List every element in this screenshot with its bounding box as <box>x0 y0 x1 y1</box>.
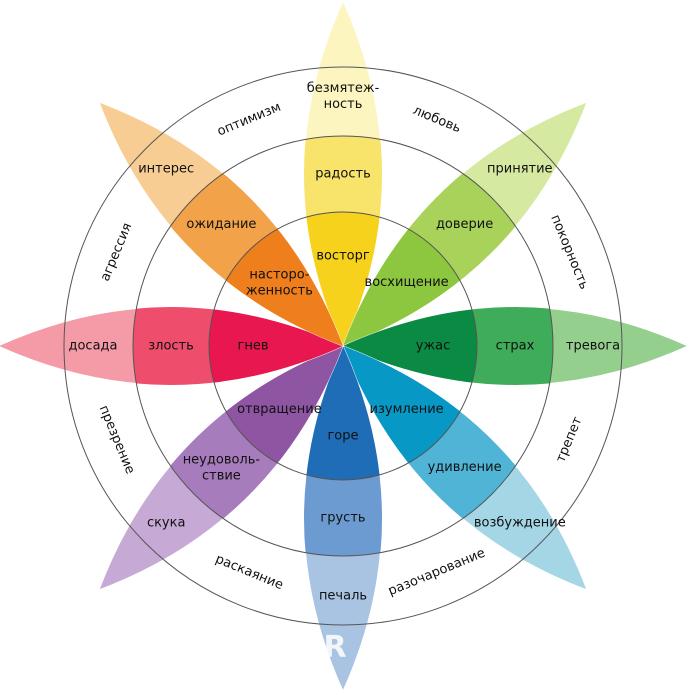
emotion-label-surprise-0: изумление <box>370 402 444 417</box>
dyad-label: раскаяние <box>213 552 285 593</box>
emotion-label-trust-2: принятие <box>487 162 553 177</box>
emotion-label-anger-2: досада <box>68 339 117 354</box>
dyad-label: разочарование <box>386 546 487 599</box>
emotion-label-sadness-1: грусть <box>320 511 365 526</box>
outer-ring <box>63 66 623 626</box>
petal-sadness <box>303 344 383 693</box>
emotion-label-anticipation-0: насторо-женность <box>246 267 313 298</box>
petal-fear <box>341 306 689 386</box>
emotion-label-anger-1: злость <box>148 339 194 354</box>
emotion-label-surprise-1: удивление <box>428 460 502 475</box>
petal-surprise <box>342 345 588 591</box>
petal-joy-inner <box>304 212 382 346</box>
emotion-label-line: женность <box>246 283 313 298</box>
emotion-label-fear-1: страх <box>496 339 535 354</box>
emotion-label-fear-2: тревога <box>566 339 620 354</box>
dyad-label: оптимизм <box>215 100 283 140</box>
emotion-label-line: ствие <box>202 468 241 483</box>
emotion-label-line: насторо- <box>249 267 309 282</box>
petal-trust <box>342 101 588 347</box>
emotion-label-anticipation-2: интерес <box>138 162 194 177</box>
emotion-label-joy-0: восторг <box>316 249 370 264</box>
petal-fear-inner <box>343 307 477 385</box>
dyad-label: трепет <box>553 414 585 464</box>
petal-disgust <box>98 345 344 591</box>
dyad-label: агрессия <box>98 221 135 284</box>
rings-layer <box>63 66 623 626</box>
emotion-label-trust-0: восхищение <box>365 275 449 290</box>
dyad-label: презрение <box>96 403 138 476</box>
middle-ring <box>132 135 554 557</box>
petal-sadness-inner <box>304 346 382 480</box>
emotion-label-surprise-2: возбуждение <box>474 515 566 530</box>
petal-joy <box>303 0 383 348</box>
emotion-label-joy-1: радость <box>315 167 371 182</box>
emotion-label-line: ность <box>324 97 363 112</box>
labels-layer: восторг радость безмятеж-ность восхищение до… <box>68 81 620 604</box>
emotion-label-joy-2: безмятеж-ность <box>307 81 380 112</box>
emotion-label-disgust-2: скука <box>147 515 186 530</box>
petal-anticipation <box>98 101 344 347</box>
emotion-label-line: безмятеж- <box>307 81 380 96</box>
emotion-label-line: неудоволь- <box>183 452 261 467</box>
emotion-label-sadness-0: горе <box>327 429 358 444</box>
emotion-label-anger-0: гнев <box>238 339 269 354</box>
dyad-label: любовь <box>411 103 463 136</box>
inner-ring <box>208 211 478 481</box>
emotion-label-sadness-2: печаль <box>319 589 367 604</box>
emotion-label-fear-0: ужас <box>416 339 451 354</box>
watermark: ER <box>301 630 349 665</box>
emotion-label-trust-1: доверие <box>436 217 493 232</box>
petal-anger <box>0 306 345 386</box>
emotion-label-anticipation-1: ожидание <box>186 217 256 232</box>
petal-anger-inner <box>209 307 343 385</box>
emotion-label-disgust-1: неудоволь-ствие <box>183 452 261 483</box>
dyad-label: покорность <box>547 213 591 292</box>
emotion-label-disgust-0: отвращение <box>237 402 322 417</box>
